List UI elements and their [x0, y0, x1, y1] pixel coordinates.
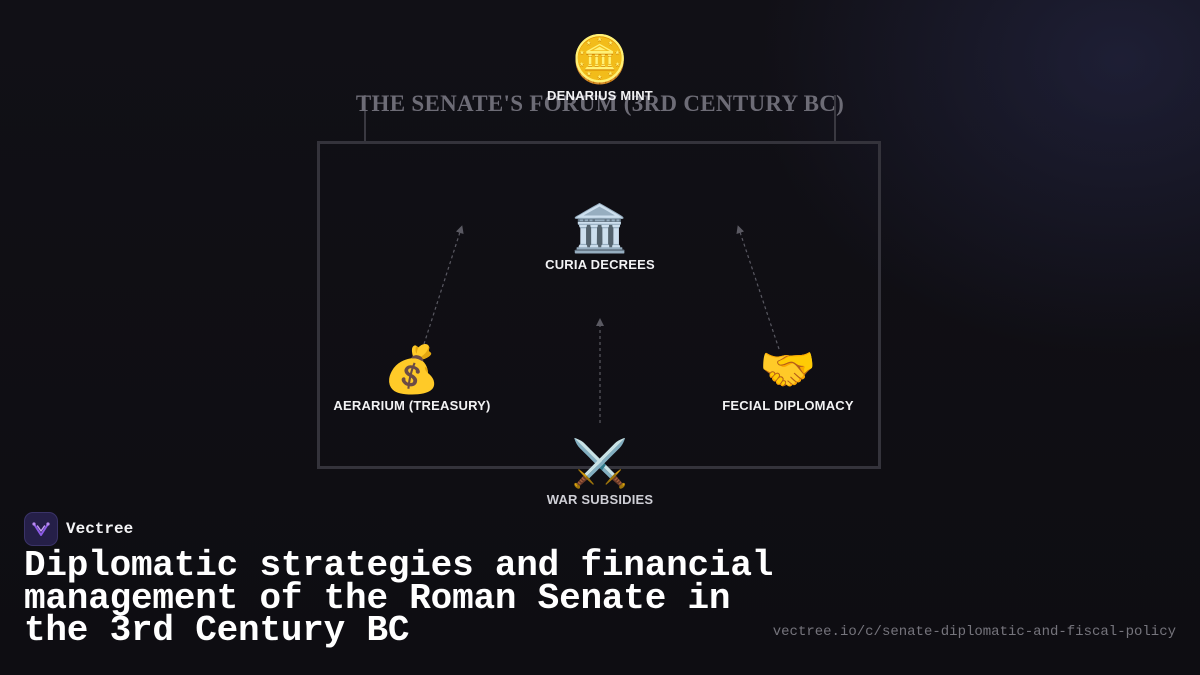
- title-bracket-right: [834, 95, 836, 141]
- edge-fecial-to-curia: [736, 225, 780, 350]
- node-war-subsidies: ⚔️ WAR SUBSIDIES: [500, 436, 700, 507]
- source-url[interactable]: vectree.io/c/senate-diplomatic-and-fisca…: [772, 624, 1176, 640]
- edge-aerarium-to-curia: [423, 225, 464, 345]
- node-label-curia-decrees: CURIA DECREES: [545, 257, 655, 272]
- node-aerarium: 💰 AERARIUM (TREASURY): [312, 342, 512, 413]
- handshake-icon: 🤝: [759, 342, 817, 396]
- classical-building-icon: 🏛️: [571, 201, 629, 255]
- brand[interactable]: Vectree: [24, 512, 133, 546]
- money-bag-icon: 💰: [383, 342, 441, 396]
- node-label-aerarium: AERARIUM (TREASURY): [333, 398, 491, 413]
- page-title: Diplomatic strategies and financial mana…: [24, 545, 774, 651]
- node-denarius-mint: 🪙 DENARIUS MINT: [500, 32, 700, 103]
- forum-frame: [317, 141, 881, 469]
- frame-title: THE SENATE'S FORUM (3RD CENTURY BC): [355, 91, 845, 116]
- title-bracket-left: [364, 95, 366, 141]
- node-curia-decrees: 🏛️ CURIA DECREES: [500, 201, 700, 272]
- node-fecial-diplomacy: 🤝 FECIAL DIPLOMACY: [688, 342, 888, 413]
- node-label-denarius-mint: DENARIUS MINT: [547, 88, 653, 103]
- vectree-logo-mark: [32, 522, 50, 536]
- vectree-logo-icon: [24, 512, 58, 546]
- crossed-swords-icon: ⚔️: [571, 436, 629, 490]
- brand-name: Vectree: [66, 520, 134, 538]
- coin-icon: 🪙: [571, 32, 629, 86]
- node-label-war-subsidies: WAR SUBSIDIES: [546, 492, 654, 507]
- node-label-fecial-diplomacy: FECIAL DIPLOMACY: [722, 398, 854, 413]
